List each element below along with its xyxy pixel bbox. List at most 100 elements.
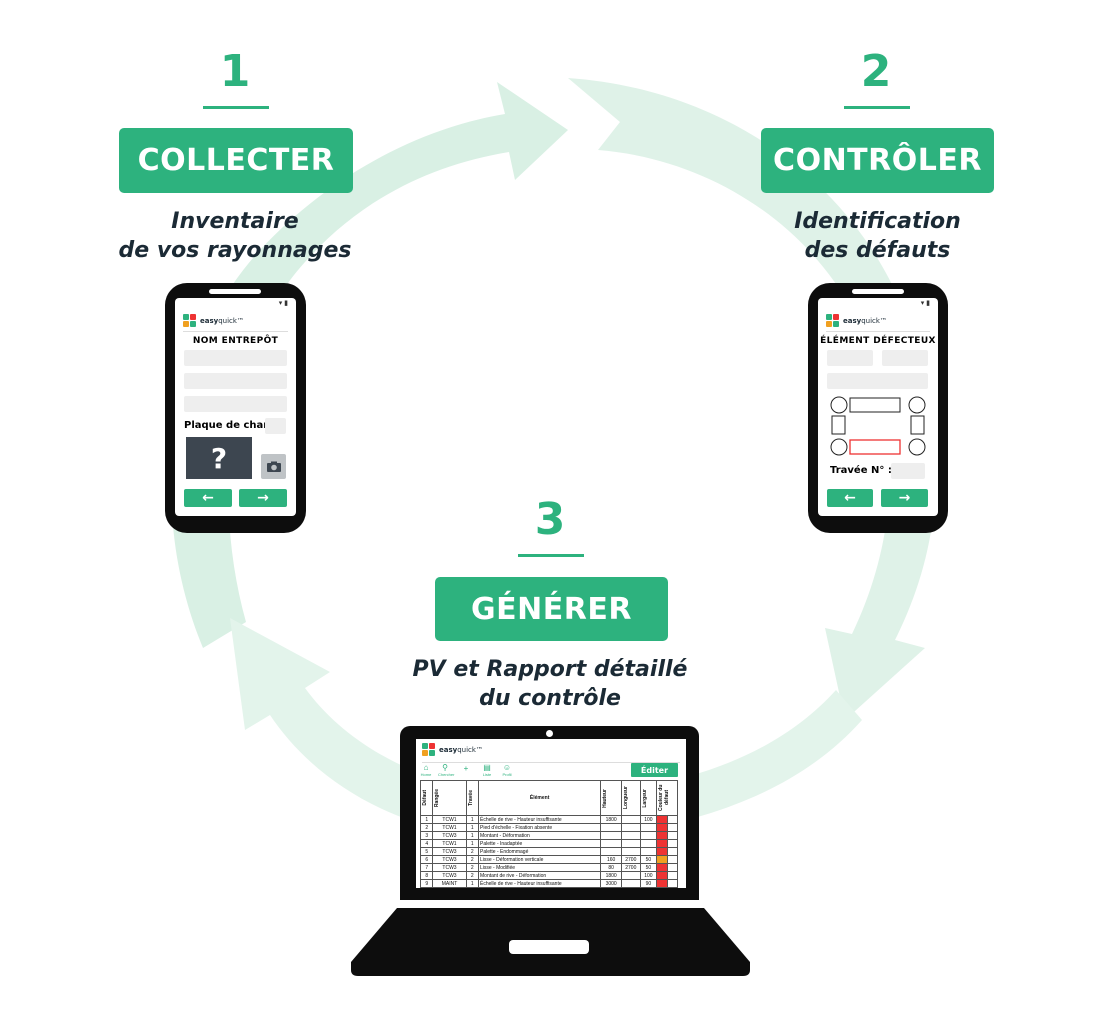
column-header: Rangée xyxy=(434,788,441,808)
phone-speaker xyxy=(852,289,904,294)
table-cell: 160 xyxy=(600,855,622,864)
camera-icon[interactable] xyxy=(261,454,286,479)
table-cell: 3000 xyxy=(600,879,622,888)
table-cell xyxy=(666,815,679,824)
easyquick-logo: easyquick™ xyxy=(826,314,887,327)
table-cell xyxy=(666,879,679,888)
table-cell: 2 xyxy=(419,823,434,832)
table-cell: Montant de rive - Déformation xyxy=(477,871,602,880)
table-cell: Palette - Inadaptée xyxy=(477,839,602,848)
table-cell: 100 xyxy=(639,871,658,880)
table-cell xyxy=(621,823,641,832)
list-icon: ▤ xyxy=(483,763,491,772)
table-cell xyxy=(639,823,658,832)
table-cell: TCW3 xyxy=(432,871,467,880)
table-cell: 50 xyxy=(639,863,658,872)
step-1-title: COLLECTER xyxy=(119,128,353,193)
step-1-subtitle-line1: Inventaire xyxy=(171,209,299,234)
defect-color-cell xyxy=(656,871,668,880)
table-cell xyxy=(621,871,641,880)
toolbar-add[interactable]: + xyxy=(463,764,469,773)
divider xyxy=(422,762,680,763)
table-cell: 8 xyxy=(419,871,434,880)
step-2-title: CONTRÔLER xyxy=(761,128,994,193)
defect-color-cell xyxy=(656,823,668,832)
back-arrow-button[interactable]: ← xyxy=(827,489,873,507)
table-cell: 50 xyxy=(639,855,658,864)
input-field-3[interactable] xyxy=(184,396,287,412)
table-cell xyxy=(666,855,679,864)
step-3-subtitle-line1: PV et Rapport détaillé xyxy=(412,657,688,682)
trackpad xyxy=(509,940,589,954)
table-cell xyxy=(666,831,679,840)
back-arrow-button[interactable]: ← xyxy=(184,489,232,507)
phone-collect: ▾ ▮ easyquick™ NOM ENTREPÔT Plaque de ch… xyxy=(165,283,306,533)
cycle-arrow-top-left xyxy=(171,82,568,648)
rack-diagram[interactable] xyxy=(830,396,926,458)
table-cell xyxy=(666,871,679,880)
step-1-subtitle: Inventaire de vos rayonnages xyxy=(90,207,380,265)
table-cell: 2700 xyxy=(621,863,641,872)
table-cell: TCW3 xyxy=(432,831,467,840)
table-cell xyxy=(666,823,679,832)
table-cell: 5 xyxy=(419,847,434,856)
easyquick-logo: easyquick™ xyxy=(422,743,483,756)
table-cell: Lisse - Déformation verticale xyxy=(477,855,602,864)
column-header: Couleur du défaut xyxy=(658,784,671,812)
input-field-2[interactable] xyxy=(184,373,287,389)
cycle-arrow-right xyxy=(568,78,936,720)
toolbar-list[interactable]: ▤Liste xyxy=(480,763,494,777)
step-1-number: 1 xyxy=(219,46,251,97)
table-cell: 1 xyxy=(465,879,480,888)
home-icon: ⌂ xyxy=(423,763,429,772)
table-cell: 90 xyxy=(639,879,658,888)
step-3-underline xyxy=(518,554,584,557)
next-arrow-button[interactable]: → xyxy=(239,489,287,507)
table-cell xyxy=(621,847,641,856)
edit-button[interactable]: Éditer xyxy=(631,763,678,777)
table-cell: 1800 xyxy=(600,871,622,880)
defect-color-cell xyxy=(656,839,668,848)
laptop-base xyxy=(351,900,750,977)
table-cell: MAINT xyxy=(432,879,467,888)
defect-color-cell xyxy=(656,863,668,872)
input-field-1[interactable] xyxy=(184,350,287,366)
table-cell: Palette - Endommagé xyxy=(477,847,602,856)
report-table: Défaut Rangée Travée Élément Hauteur Lon… xyxy=(419,780,679,888)
table-cell: Échelle de rive - Hauteur insuffisante xyxy=(477,879,602,888)
bay-number-field[interactable] xyxy=(891,463,925,479)
input-field-2[interactable] xyxy=(882,350,928,366)
table-cell: TCW3 xyxy=(432,863,467,872)
table-cell: 1 xyxy=(465,839,480,848)
table-cell: 1 xyxy=(465,815,480,824)
table-cell: 1800 xyxy=(600,815,622,824)
defective-element-header: ÉLÉMENT DÉFECTEUX xyxy=(820,336,936,346)
step-3-title: GÉNÉRER xyxy=(435,577,668,641)
table-cell: 7 xyxy=(419,863,434,872)
table-cell: 3 xyxy=(419,831,434,840)
table-cell xyxy=(600,839,622,848)
load-plate-field[interactable] xyxy=(265,418,286,434)
toolbar-home[interactable]: ⌂Home xyxy=(420,763,432,777)
step-2-number: 2 xyxy=(860,46,892,97)
step-2-subtitle-line2: des défauts xyxy=(804,238,951,263)
report-table-header: Défaut Rangée Travée Élément Hauteur Lon… xyxy=(419,780,678,816)
input-field-1[interactable] xyxy=(827,350,873,366)
table-cell: 2 xyxy=(465,863,480,872)
table-cell: 2 xyxy=(465,855,480,864)
table-cell xyxy=(600,823,622,832)
photo-placeholder[interactable]: ? xyxy=(186,437,252,479)
next-arrow-button[interactable]: → xyxy=(881,489,928,507)
table-cell: 9 xyxy=(419,879,434,888)
table-cell xyxy=(621,839,641,848)
toolbar-profile[interactable]: ☺Profil xyxy=(500,763,514,777)
toolbar-search[interactable]: ⚲Chercher xyxy=(438,763,455,777)
table-cell xyxy=(600,831,622,840)
input-field-3[interactable] xyxy=(827,373,928,389)
